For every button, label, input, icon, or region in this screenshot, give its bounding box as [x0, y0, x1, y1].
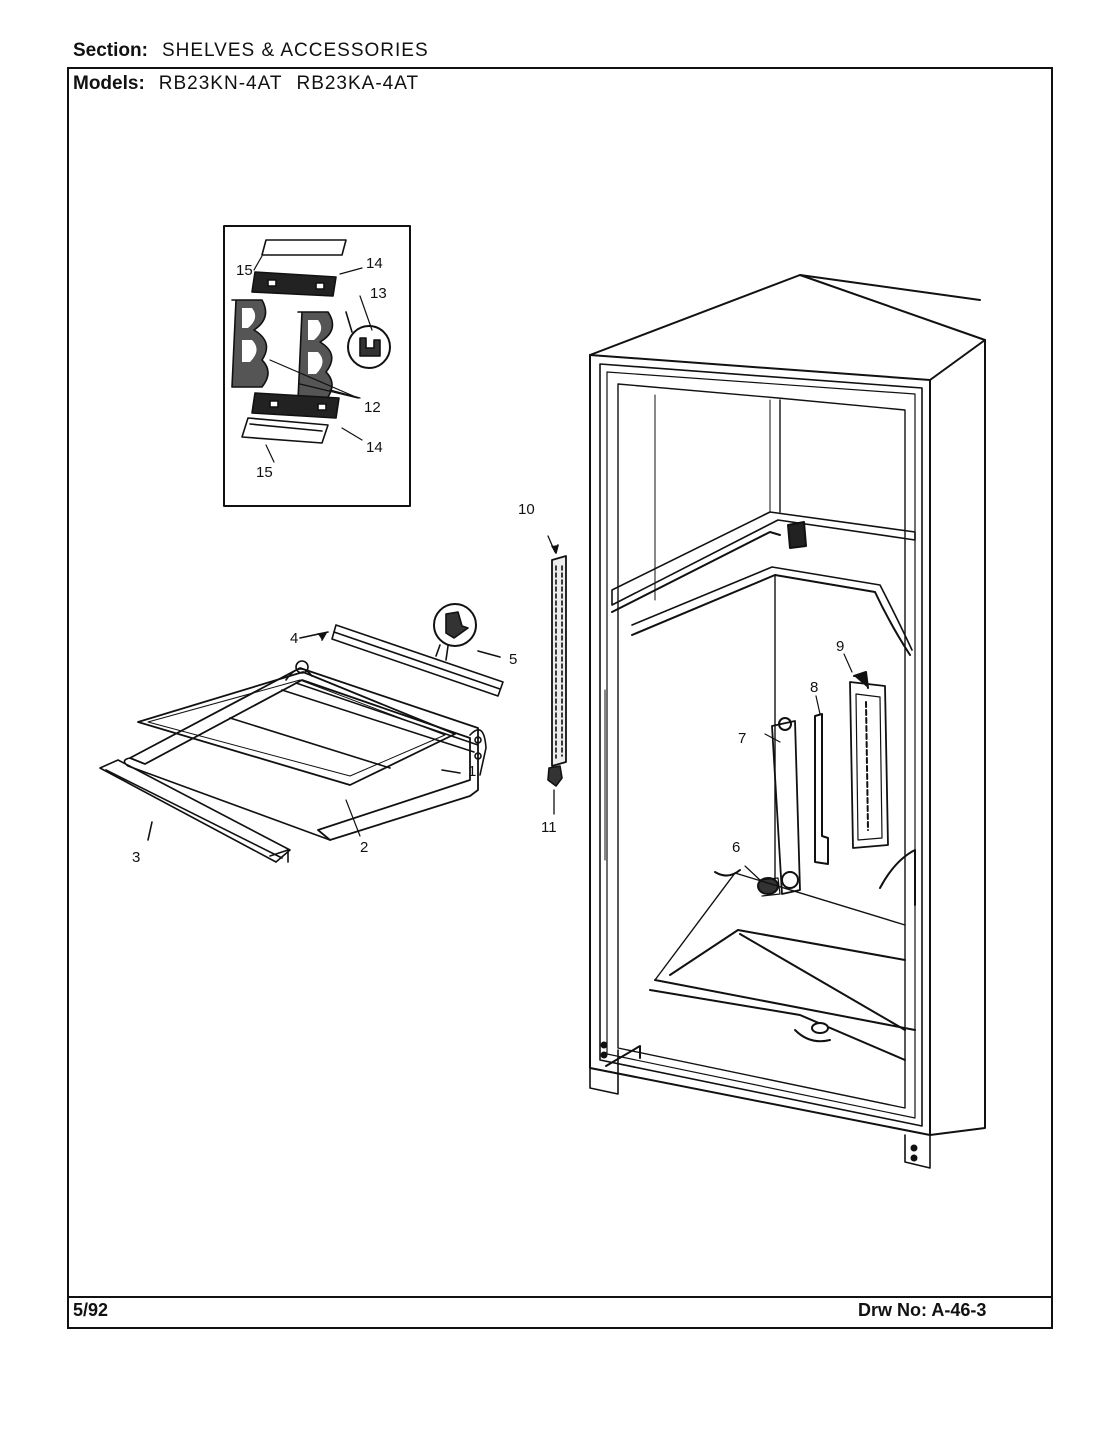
callout-13: 13 [370, 285, 387, 302]
callout-10: 10 [518, 501, 535, 518]
callout-3: 3 [132, 849, 140, 866]
inset-border [223, 225, 411, 507]
section-heading: Section: SHELVES & ACCESSORIES [73, 40, 429, 62]
footer-date: 5/92 [73, 1300, 109, 1320]
inset-leader-lines [253, 255, 373, 463]
callout-1: 1 [468, 763, 476, 780]
callout-11: 11 [541, 819, 557, 836]
footer-divider [67, 1296, 1053, 1298]
section-value: SHELVES & ACCESSORIES [161, 40, 429, 61]
drawing-number: Drw No: A-46-3 [858, 1300, 987, 1320]
callout-labels: 1 2 3 4 5 6 7 8 9 10 11 12 13 14 14 15 1… [132, 255, 844, 866]
callout-14-top: 14 [366, 255, 383, 272]
cabinet-top-edge [589, 274, 981, 356]
callout-2: 2 [360, 839, 368, 856]
shelf-frame-1 [123, 660, 487, 841]
light-switch [787, 521, 807, 549]
callout-9: 9 [836, 638, 844, 655]
callout-6: 6 [732, 839, 740, 856]
callout-5: 5 [509, 651, 517, 668]
end-cap-bottom [251, 392, 340, 419]
callout-7: 7 [738, 730, 746, 747]
glass-shelf-assembly [99, 603, 504, 863]
door-shelf-inset [223, 225, 411, 507]
callout-14-bottom: 14 [366, 439, 383, 456]
callout-15-bottom: 15 [256, 464, 273, 481]
side-rail-7 [771, 720, 801, 895]
section-label: Section: [73, 40, 148, 61]
drawing-frame [67, 67, 1053, 1329]
callout-12: 12 [364, 399, 381, 416]
callout-15-top: 15 [236, 262, 253, 279]
model-number-2: RB23KA-4AT [296, 73, 420, 94]
cabinet-right-edge [589, 354, 931, 1136]
front-trim-3 [99, 759, 291, 863]
shelf-bracket-left [231, 299, 269, 388]
model-number-1: RB23KN-4AT [158, 73, 283, 94]
shelf-bracket-right [297, 311, 334, 401]
rail-end-cap-11 [547, 765, 563, 815]
models-label: Models: [73, 73, 145, 94]
air-duct-9 [849, 681, 889, 849]
shelf-support-8 [814, 713, 829, 865]
callout-4: 4 [290, 630, 298, 647]
trim-piece-bottom [241, 417, 329, 444]
refrigerator-cabinet [589, 274, 986, 1169]
callout-8: 8 [810, 679, 818, 696]
end-cap-top [251, 271, 337, 297]
trim-piece-top [261, 239, 347, 256]
detail-circle-13 [345, 311, 391, 369]
shelf-edge-trim-4 [299, 624, 504, 697]
detail-circle-5 [433, 603, 501, 661]
door-rail-10 [547, 535, 567, 767]
models-heading: Models: RB23KN-4AT RB23KA-4AT [73, 73, 419, 95]
